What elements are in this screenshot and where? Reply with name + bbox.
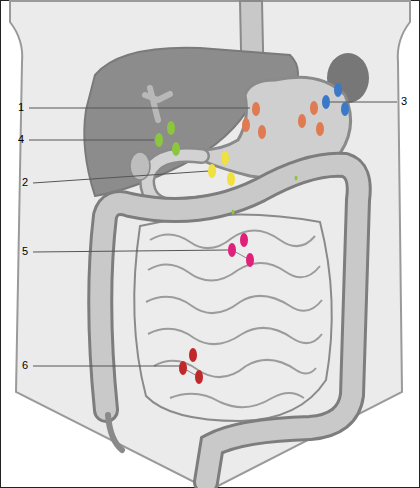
node-dot [189,348,197,362]
callout-number: 2 [22,176,28,189]
callout-number: 4 [18,133,24,146]
node-dot [310,101,318,115]
node-dot [195,370,203,384]
yellow-nodes [208,151,235,186]
vessel-lines [183,250,250,377]
node-dot [316,122,324,136]
appendix [108,415,122,450]
leader-lines [29,102,397,366]
leader-line [33,250,228,252]
colon-outline [100,165,359,482]
node-dot [341,102,349,116]
callout-number: 1 [18,101,24,114]
node-dot [240,233,248,247]
orange-nodes [242,101,324,139]
bile-ducts [145,88,170,120]
callout-number: 5 [22,245,28,258]
fold [154,360,316,377]
leader-line [29,140,154,141]
node-dot [227,172,235,186]
node-dot [167,121,175,135]
small-intestine [134,214,332,421]
node-dot [221,151,229,165]
node-dot [208,164,216,178]
node-dot [252,102,260,116]
green-nodes [155,121,298,215]
callout-number: 3 [401,95,407,108]
colon [100,165,359,482]
leader-line [33,366,180,367]
node-dot [258,125,266,139]
node-dot [179,361,187,375]
intestine-folds [146,230,322,407]
callout-number: 6 [22,359,28,372]
node-dot [232,210,235,215]
node-dot [155,133,163,147]
pink-nodes [228,233,254,267]
torso-outline [10,1,410,487]
fold [146,296,322,313]
blue-nodes [322,83,349,116]
node-dot [298,114,306,128]
node-dot [295,176,298,181]
node-dot [228,243,236,257]
leader-line [33,171,209,183]
node-dot [246,253,254,267]
node-dot [334,83,342,97]
fold [170,393,304,407]
fold [148,328,322,344]
red-nodes [179,348,203,384]
node-dot [242,118,250,132]
node-dot [322,95,330,109]
leader-line [29,108,250,109]
leader-line [330,102,397,103]
fold [148,263,320,281]
node-dot [172,142,180,156]
